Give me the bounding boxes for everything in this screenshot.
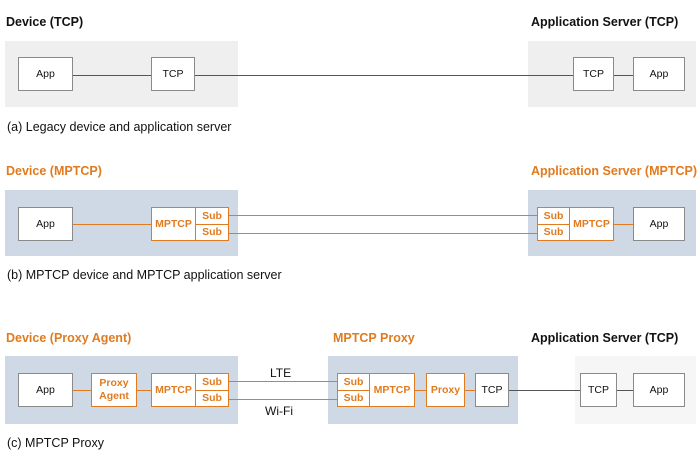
server-mptcp-title: Application Server (MPTCP) — [531, 164, 697, 178]
app-box: App — [633, 373, 685, 407]
device-proxy-agent-title: Device (Proxy Agent) — [6, 331, 132, 345]
lte-subflow-line — [229, 381, 337, 382]
connector-line — [73, 224, 151, 225]
connector-line — [415, 390, 426, 391]
connector-line — [465, 390, 475, 391]
app-box: App — [18, 57, 73, 91]
tcp-box: TCP — [573, 57, 614, 91]
lte-label: LTE — [270, 366, 292, 380]
app-box: App — [18, 373, 73, 407]
tcp-box: TCP — [151, 57, 195, 91]
mptcp-proxy-title: MPTCP Proxy — [333, 331, 415, 345]
connector-line — [137, 390, 151, 391]
subflow-box: Sub — [195, 207, 229, 225]
proxy-box: Proxy — [426, 373, 465, 407]
connector-line — [617, 390, 633, 391]
subflow-box: Sub — [195, 373, 229, 391]
subflow-box: Sub — [195, 224, 229, 241]
server-tcp-title: Application Server (TCP) — [531, 331, 679, 345]
device-tcp-title: Device (TCP) — [6, 15, 84, 29]
wifi-subflow-line — [229, 399, 337, 400]
tcp-box: TCP — [475, 373, 509, 407]
connector-line — [614, 75, 633, 76]
subflow-box: Sub — [537, 224, 570, 241]
tcp-connection-line — [195, 75, 573, 76]
subflow-box: Sub — [337, 390, 370, 407]
mptcp-box: MPTCP — [151, 207, 196, 241]
tcp-connection-line — [509, 390, 580, 391]
connector-line — [73, 390, 91, 391]
app-box: App — [633, 57, 685, 91]
server-tcp-title: Application Server (TCP) — [531, 15, 679, 29]
subflow-box: Sub — [537, 207, 570, 225]
subflow-line-2 — [229, 233, 537, 234]
mptcp-box: MPTCP — [569, 207, 614, 241]
subflow-box: Sub — [337, 373, 370, 391]
caption-c: (c) MPTCP Proxy — [7, 436, 104, 450]
subflow-line-1 — [229, 215, 537, 216]
wifi-label: Wi-Fi — [265, 404, 293, 418]
app-box: App — [633, 207, 685, 241]
proxy-agent-box: Proxy Agent — [91, 373, 137, 407]
connector-line — [614, 224, 633, 225]
device-mptcp-title: Device (MPTCP) — [6, 164, 102, 178]
tcp-box: TCP — [580, 373, 617, 407]
caption-b: (b) MPTCP device and MPTCP application s… — [7, 268, 282, 282]
caption-a: (a) Legacy device and application server — [7, 120, 232, 134]
app-box: App — [18, 207, 73, 241]
connector-line — [73, 75, 151, 76]
mptcp-box: MPTCP — [151, 373, 196, 407]
mptcp-box: MPTCP — [369, 373, 415, 407]
subflow-box: Sub — [195, 390, 229, 407]
